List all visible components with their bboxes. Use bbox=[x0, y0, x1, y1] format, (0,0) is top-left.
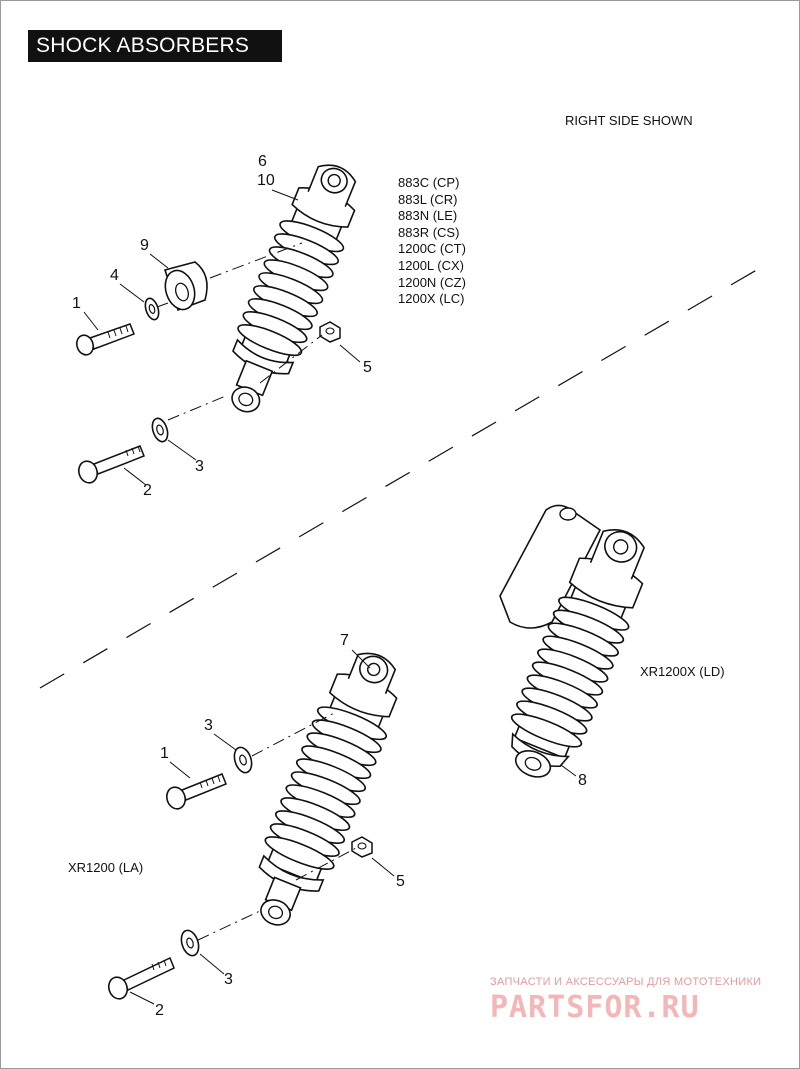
variant-label-ld: XR1200X (LD) bbox=[640, 664, 725, 679]
callout-2: 2 bbox=[155, 1002, 164, 1019]
callout-7: 7 bbox=[340, 632, 349, 649]
model-item: 883L (CR) bbox=[398, 191, 458, 207]
callout-1: 1 bbox=[72, 295, 81, 312]
callout-8: 8 bbox=[578, 772, 587, 789]
model-item: 1200C (CT) bbox=[398, 241, 466, 257]
callout-3: 3 bbox=[204, 717, 213, 734]
model-item: 1200L (CX) bbox=[398, 257, 464, 273]
model-item: 883C (CP) bbox=[398, 175, 460, 190]
nut-part-5 bbox=[319, 321, 341, 343]
washer-part-3 bbox=[180, 929, 200, 957]
callout-3: 3 bbox=[224, 971, 233, 988]
nut-part-5 bbox=[351, 836, 373, 858]
assembly-lines-bottom bbox=[197, 711, 357, 941]
callout-1: 1 bbox=[160, 745, 169, 762]
watermark-subtitle: ЗАПЧАСТИ И АКСЕССУАРЫ ДЛЯ МОТОТЕХНИКИ bbox=[490, 976, 762, 988]
bolt-part-1 bbox=[75, 323, 135, 356]
callout-5: 5 bbox=[396, 873, 405, 890]
leader-lines-top bbox=[83, 189, 361, 486]
spacer-part-9 bbox=[163, 261, 208, 312]
watermark-logo: PARTSFOR.RU bbox=[490, 990, 700, 1025]
right-side-note: RIGHT SIDE SHOWN bbox=[565, 113, 693, 128]
shock-absorber-xr1200x bbox=[499, 504, 645, 778]
assembly-lines-top bbox=[156, 242, 323, 421]
shock-absorber-top bbox=[231, 164, 357, 413]
model-item: 883N (LE) bbox=[398, 208, 458, 224]
callout-2: 2 bbox=[143, 482, 152, 499]
variant-label-la: XR1200 (LA) bbox=[68, 860, 144, 875]
model-list: 883C (CP) 883L (CR) 883N (LE) 883R (CS) … bbox=[398, 175, 466, 308]
model-item: 1200X (LC) bbox=[398, 291, 465, 307]
callout-5: 5 bbox=[363, 359, 372, 376]
washer-part-3 bbox=[233, 746, 253, 774]
bolt-part-2 bbox=[77, 445, 145, 484]
shock-absorber-bottom bbox=[258, 652, 398, 926]
model-item: 1200N (CZ) bbox=[398, 274, 466, 290]
callout-6: 6 bbox=[258, 153, 267, 170]
callout-4: 4 bbox=[110, 267, 119, 284]
callout-10: 10 bbox=[257, 172, 275, 189]
callout-3: 3 bbox=[195, 458, 204, 475]
page-title: SHOCK ABSORBERS bbox=[28, 30, 282, 62]
bolt-part-1 bbox=[165, 773, 227, 810]
bolt-part-2 bbox=[107, 956, 175, 1000]
model-item: 883R (CS) bbox=[398, 224, 460, 240]
washer-part-3 bbox=[151, 417, 169, 443]
washer-part-4 bbox=[144, 297, 160, 321]
section-divider bbox=[39, 267, 761, 689]
callout-9: 9 bbox=[140, 237, 149, 254]
